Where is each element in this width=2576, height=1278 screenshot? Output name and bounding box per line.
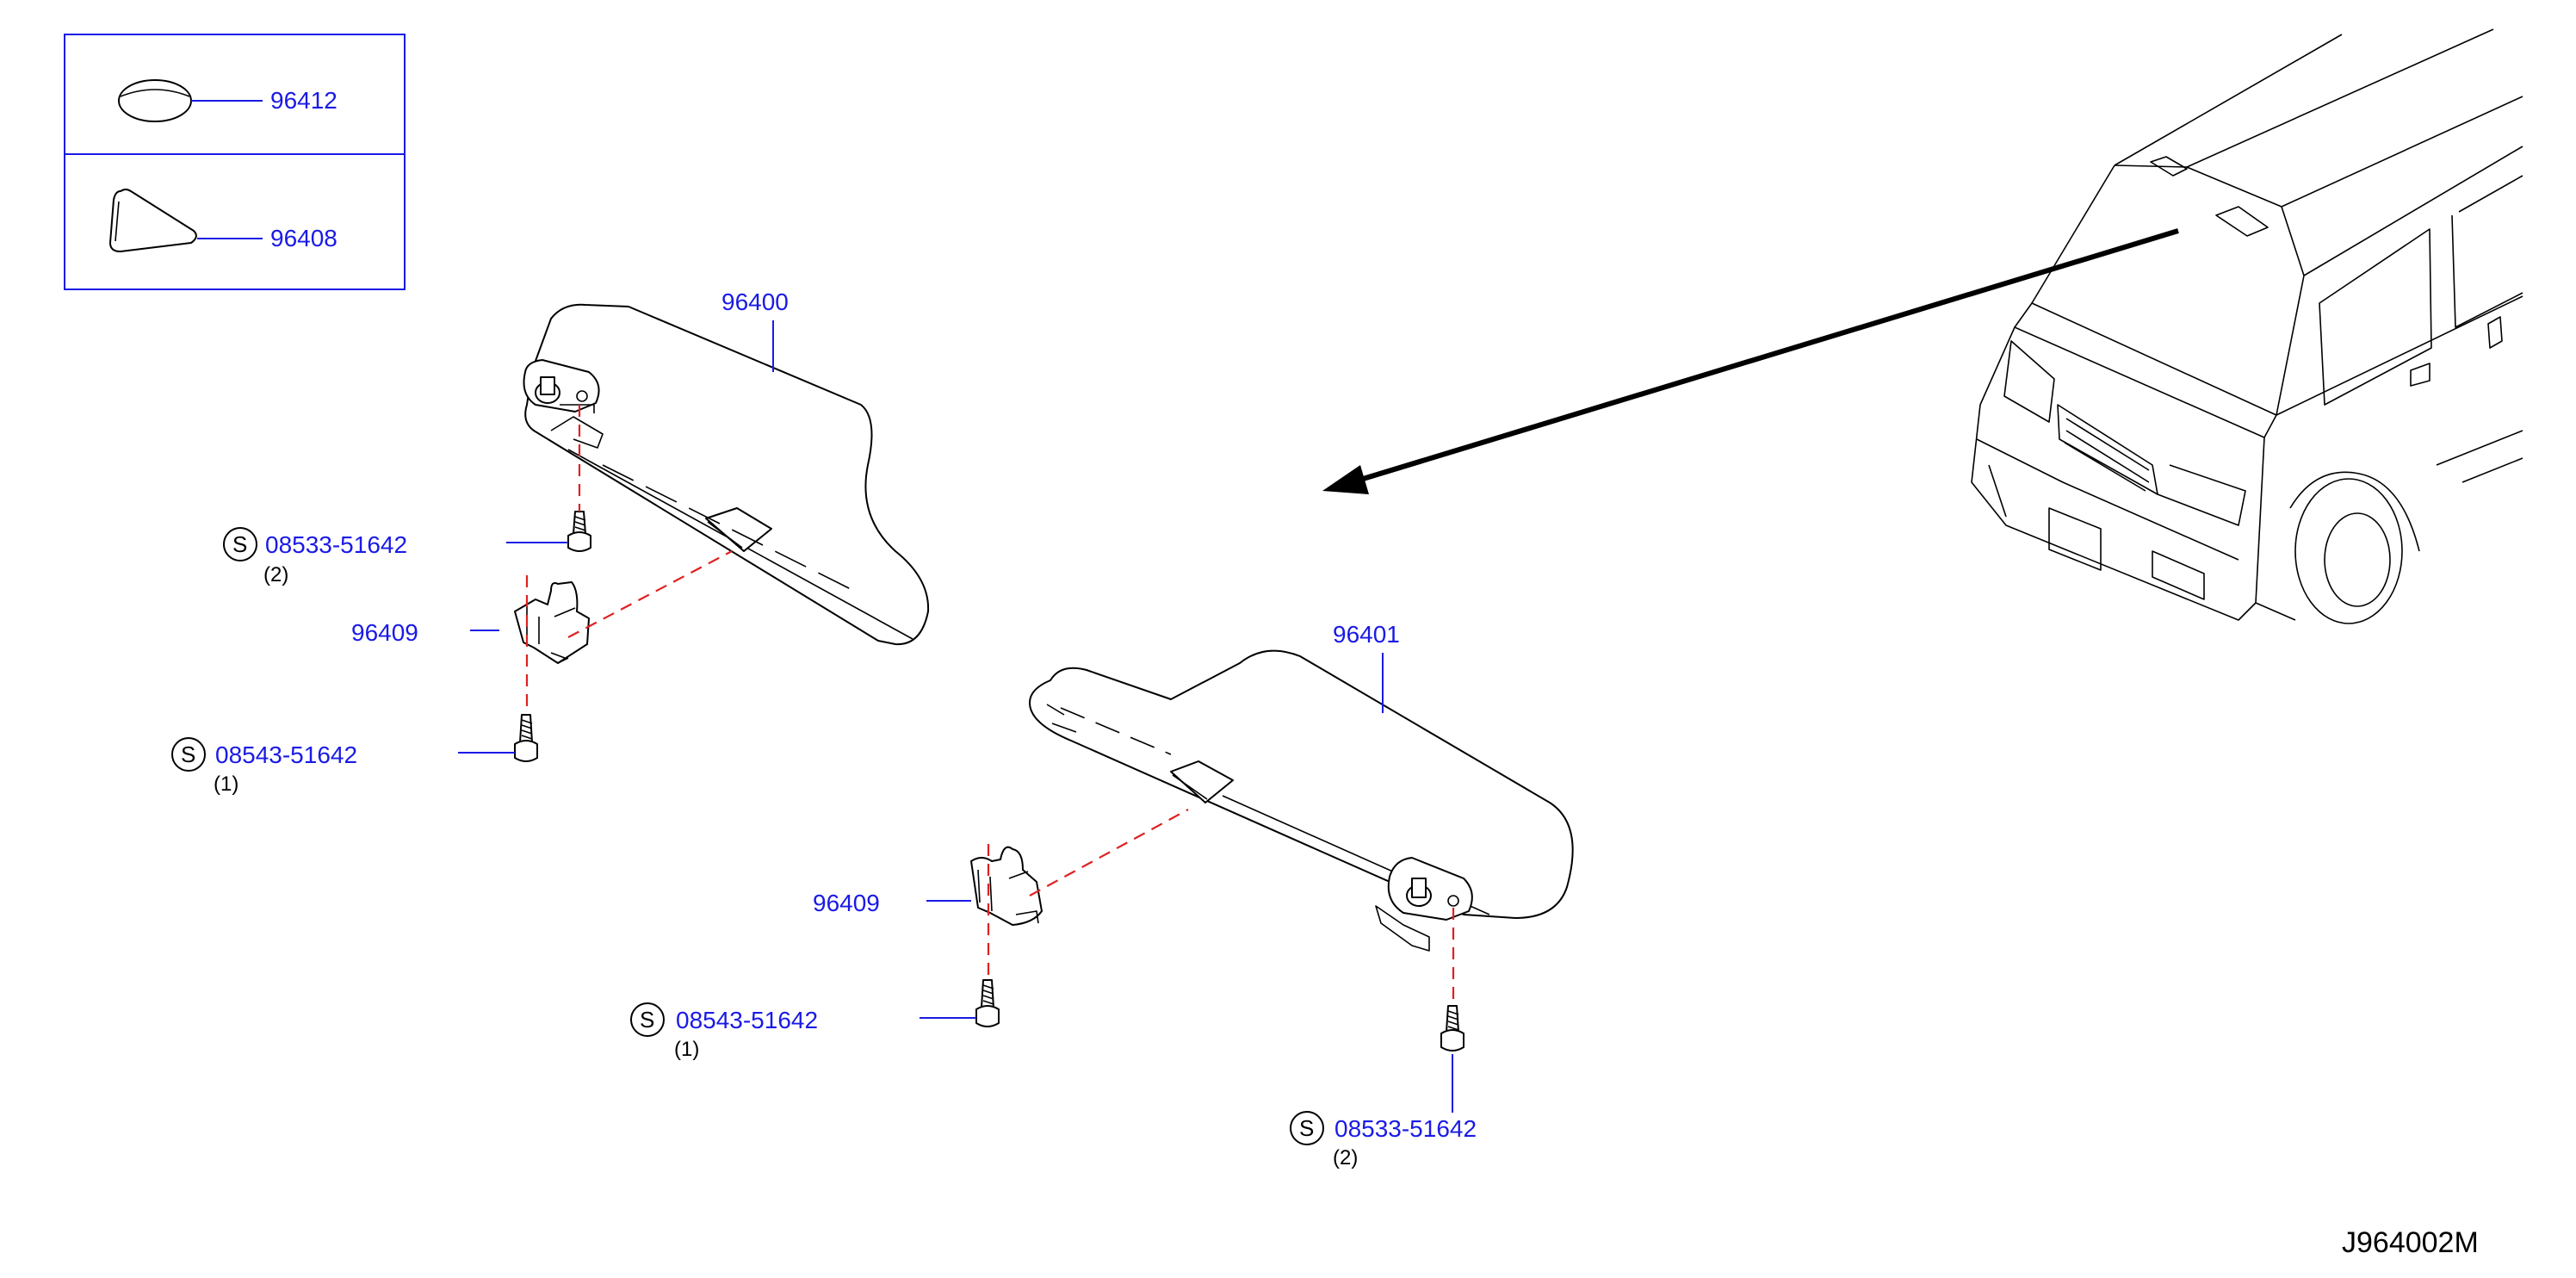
legend-item-oval-cap: 96412 (118, 79, 337, 122)
screw-symbol: S (181, 741, 195, 767)
triangle-cap-icon (109, 189, 197, 252)
screw-part-number: 08543-51642 (215, 741, 357, 768)
callout-screw-right: S 08533-51642 (2) (1290, 1111, 1477, 1169)
visor-holder-left (514, 581, 590, 664)
screw-symbol: S (1299, 1115, 1314, 1141)
screw-qty: (2) (263, 563, 288, 586)
callout-holder-right: 96409 (813, 890, 880, 916)
screw-qty: (1) (674, 1038, 699, 1061)
oval-cap-icon (118, 79, 192, 122)
vehicle-outline (1971, 28, 2523, 624)
locator-arrow (1322, 228, 2179, 494)
callout-screw-upper-left: S 08533-51642 (2) (223, 527, 407, 586)
screw-center (975, 979, 1000, 1027)
screw-right (1440, 1005, 1464, 1052)
legend-part-number-96412: 96412 (270, 87, 337, 114)
legend-item-triangle-cap: 96408 (109, 189, 337, 252)
sun-visor-right (1029, 649, 1574, 952)
screw-part-number: 08533-51642 (265, 531, 407, 558)
screw-qty: (1) (214, 772, 238, 796)
visor-holder-right (970, 846, 1043, 926)
callout-holder-left: 96409 (351, 619, 418, 646)
screw-upper-left (567, 511, 591, 552)
sun-visor-left (523, 303, 930, 646)
s-symbol-icon (1290, 1111, 1324, 1145)
callout-screw-lower-left: S 08543-51642 (1) (171, 737, 357, 796)
legend-box: 96412 96408 (64, 34, 406, 290)
drawing-code: J964002M (2342, 1226, 2479, 1259)
callout-96401: 96401 (1333, 621, 1400, 648)
screw-part-number: 08543-51642 (676, 1007, 818, 1033)
legend-part-number-96408: 96408 (270, 225, 337, 251)
s-symbol-icon (223, 527, 257, 561)
screw-part-number: 08533-51642 (1334, 1115, 1477, 1142)
screw-lower-left (514, 714, 538, 762)
screw-qty: (2) (1333, 1146, 1358, 1169)
s-symbol-icon (630, 1002, 665, 1037)
callout-screw-center: S 08543-51642 (1) (630, 1002, 818, 1061)
s-symbol-icon (171, 737, 206, 772)
callout-96400: 96400 (721, 288, 789, 315)
screw-symbol: S (640, 1007, 654, 1033)
screw-symbol: S (232, 531, 247, 557)
